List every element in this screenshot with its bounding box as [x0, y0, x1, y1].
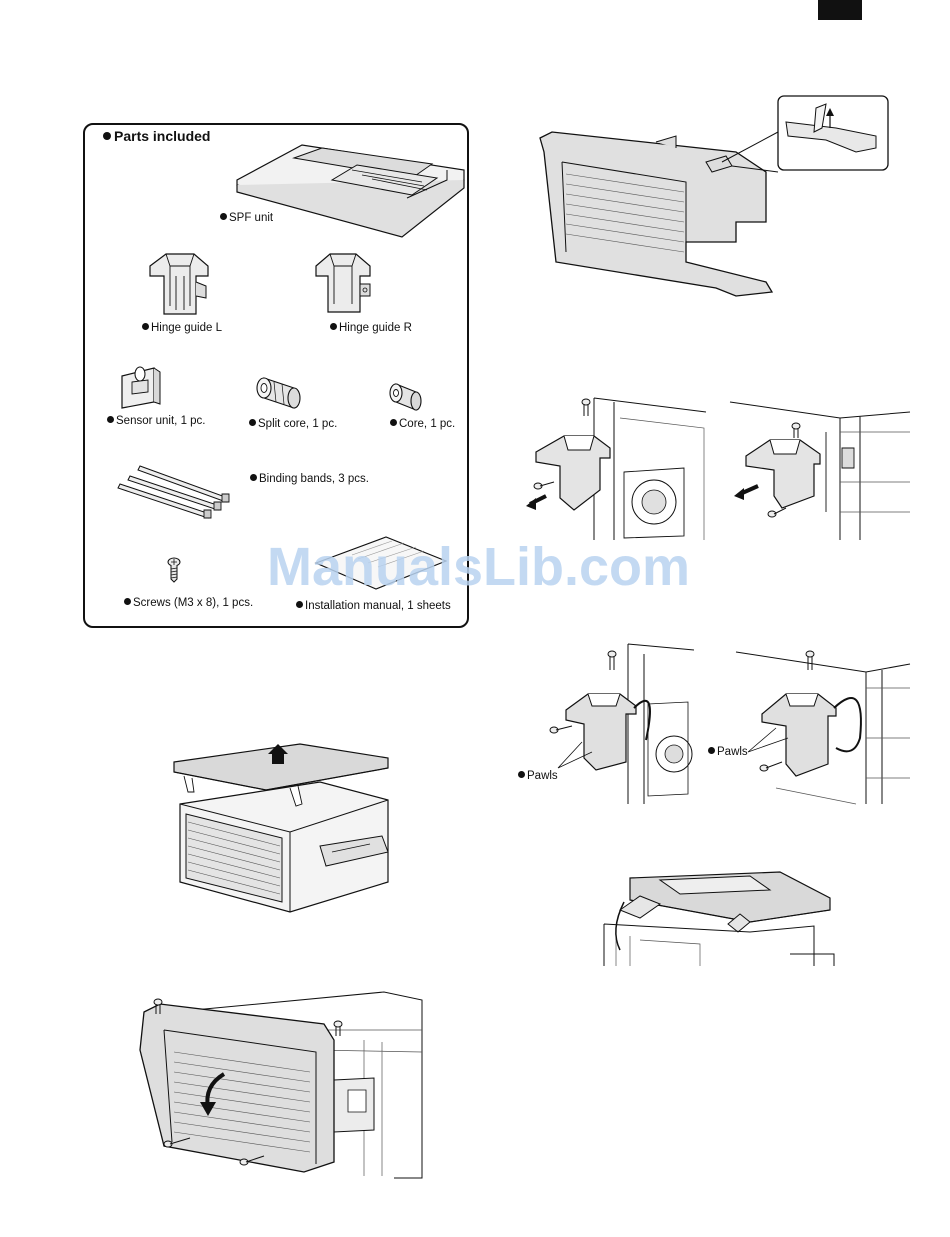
bullet-icon	[296, 601, 303, 608]
sensor-unit-illustration	[118, 362, 164, 410]
screw-icon	[768, 508, 786, 517]
installation-manual-label: Installation manual, 1 sheets	[296, 600, 451, 612]
bullet-icon	[103, 132, 111, 140]
bullet-icon	[142, 323, 149, 330]
bullet-icon	[124, 598, 131, 605]
sensor-unit-label: Sensor unit, 1 pc.	[107, 415, 206, 427]
pawls-left-label: Pawls	[518, 770, 558, 782]
screw-icon	[806, 651, 814, 670]
screw-icon	[760, 762, 782, 771]
screw-icon	[550, 726, 572, 733]
spf-mounted-illustration	[600, 870, 834, 966]
hinge-guide-r-illustration	[312, 248, 376, 316]
bullet-icon	[518, 771, 525, 778]
hinge-guide-r-label: Hinge guide R	[330, 322, 412, 334]
bullet-icon	[107, 416, 114, 423]
left-arrow-icon	[526, 498, 536, 510]
hinge-guide-right-install-illustration	[730, 392, 910, 540]
page-corner-tab	[818, 0, 862, 20]
rear-cover-removal-illustration	[134, 990, 422, 1182]
pawls-right-label: Pawls	[708, 746, 748, 758]
binding-bands-illustration	[116, 462, 232, 520]
screw-icon	[534, 482, 554, 489]
bullet-icon	[220, 213, 227, 220]
screw-icon	[582, 399, 590, 416]
hinge-guide-l-illustration	[146, 246, 212, 318]
binding-bands-label: Binding bands, 3 pcs.	[250, 473, 369, 485]
screw-icon	[792, 423, 800, 438]
hinge-guide-left-install-illustration	[524, 392, 706, 540]
bullet-icon	[390, 419, 397, 426]
core-illustration	[388, 380, 424, 414]
bullet-icon	[330, 323, 337, 330]
pawls-left-illustration	[538, 644, 694, 804]
screw-icon	[166, 557, 182, 583]
screw-icon	[608, 651, 616, 670]
bullet-icon	[249, 419, 256, 426]
split-core-illustration	[254, 374, 304, 412]
copier-cover-removal-illustration	[170, 742, 392, 922]
pawls-right-illustration	[736, 648, 910, 804]
core-label: Core, 1 pc.	[390, 418, 455, 430]
split-core-label: Split core, 1 pc.	[249, 418, 337, 430]
bullet-icon	[250, 474, 257, 481]
spf-unit-label: SPF unit	[220, 212, 273, 224]
watermark: ManualsLib.com	[267, 536, 690, 598]
screw-icon	[334, 1021, 342, 1036]
hinge-guide-l-label: Hinge guide L	[142, 322, 222, 334]
screws-label: Screws (M3 x 8), 1 pcs.	[124, 597, 253, 609]
parts-included-title: Parts included	[103, 128, 210, 144]
left-arrow-icon	[734, 488, 744, 500]
bullet-icon	[708, 747, 715, 754]
spf-unit-illustration	[232, 140, 468, 240]
rear-cover-detail-illustration	[536, 92, 890, 304]
